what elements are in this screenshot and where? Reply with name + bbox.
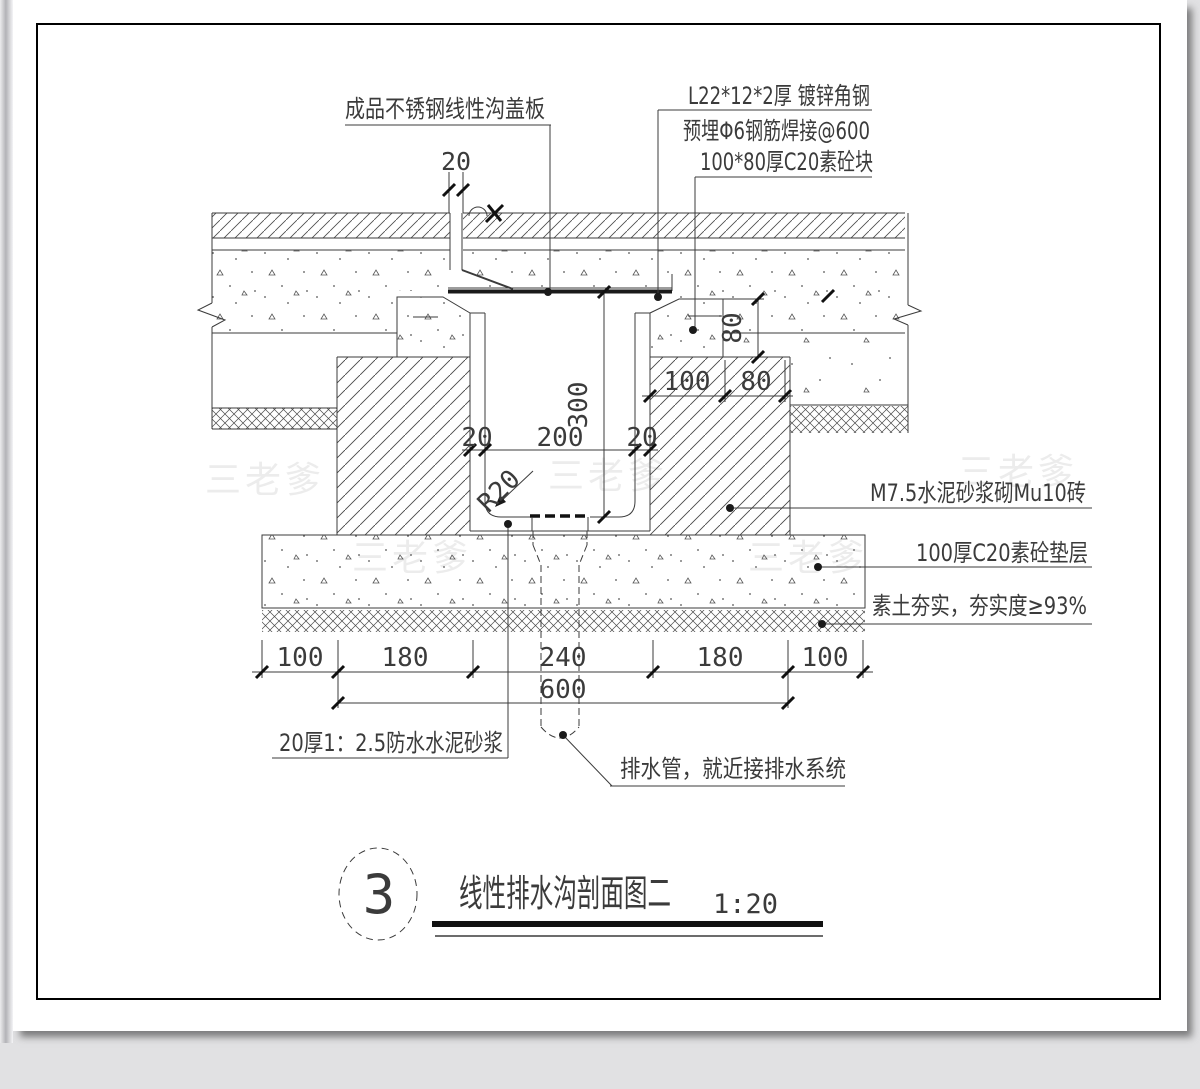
- watermark-text: 三老爹: [958, 452, 1078, 493]
- label-masonry: M7.5水泥砂浆砌Mu10砖: [870, 479, 1086, 507]
- dim-footing-5: 100: [802, 643, 849, 673]
- steel-edge-rail: [448, 203, 673, 294]
- bedding-slab: [261, 534, 866, 609]
- dim-channel-depth: 300: [564, 382, 594, 429]
- weld-symbol: [468, 206, 488, 217]
- break-lines: [196, 213, 923, 433]
- c20-block-right: [649, 298, 724, 358]
- c20-block-left: [396, 296, 471, 358]
- drawing-scale: 1:20: [713, 889, 778, 920]
- label-subgrade: 素土夯实，夯实度≥93%: [872, 592, 1087, 620]
- label-angle-steel: L22*12*2厚 镀锌角钢: [688, 82, 870, 110]
- pavement-layer: [212, 212, 905, 251]
- watermark-text: 三老爹: [205, 460, 325, 501]
- drain-pipe: [530, 514, 590, 739]
- label-embed-rebar: 预埋Φ6钢筋焊接@600: [683, 117, 870, 145]
- dim-lining-left: 20: [461, 423, 492, 453]
- label-waterproof-mortar: 20厚1：2.5防水水泥砂浆: [279, 729, 503, 757]
- dim-corner-radius: R20: [472, 464, 526, 518]
- sheet-border: [36, 23, 1161, 1000]
- dim-footing-total: 600: [540, 675, 587, 705]
- dim-block-height: 80: [718, 312, 748, 343]
- leader-dots: [504, 288, 826, 739]
- channel-lining: [469, 312, 651, 532]
- label-drain-pipe: 排水管，就近接排水系统: [620, 755, 846, 783]
- dim-footing-4: 180: [697, 643, 744, 673]
- title-rule: [432, 921, 823, 937]
- dim-footing-3: 240: [540, 643, 587, 673]
- dim-cover-gap: 20: [441, 147, 471, 176]
- concrete-slab: [212, 250, 908, 406]
- dim-lining-right: 20: [626, 423, 657, 453]
- drawing-sheet: [13, 0, 1187, 1031]
- dimension-lines: [252, 172, 873, 711]
- dim-footing-1: 100: [277, 643, 324, 673]
- detail-number-circle: [338, 847, 418, 941]
- section-geometry: [196, 109, 1092, 941]
- watermark-text: 三老爹: [548, 456, 668, 497]
- annotation-text: 成品不锈钢线性沟盖板 L22*12*2厚 镀锌角钢 预埋Φ6钢筋焊接@600 1…: [277, 82, 1088, 926]
- brick-walls: [336, 356, 791, 535]
- soil-hatch: [212, 406, 908, 632]
- radius-callout: [495, 470, 534, 507]
- page-edge-strip: [0, 0, 13, 1043]
- dim-wall-width-1: 100: [664, 367, 711, 397]
- detail-number: 3: [363, 863, 396, 926]
- leader-lines: [272, 109, 1092, 787]
- dim-channel-width: 200: [537, 423, 584, 453]
- dimension-ticks: [254, 182, 871, 711]
- label-cover-plate: 成品不锈钢线性沟盖板: [345, 95, 545, 123]
- drawing-title: 线性排水沟剖面图二: [459, 872, 671, 915]
- dim-footing-2: 180: [382, 643, 429, 673]
- label-bedding: 100厚C20素砼垫层: [916, 539, 1088, 567]
- label-concrete-block: 100*80厚C20素砼块: [700, 148, 873, 176]
- dim-wall-width-2: 80: [740, 367, 771, 397]
